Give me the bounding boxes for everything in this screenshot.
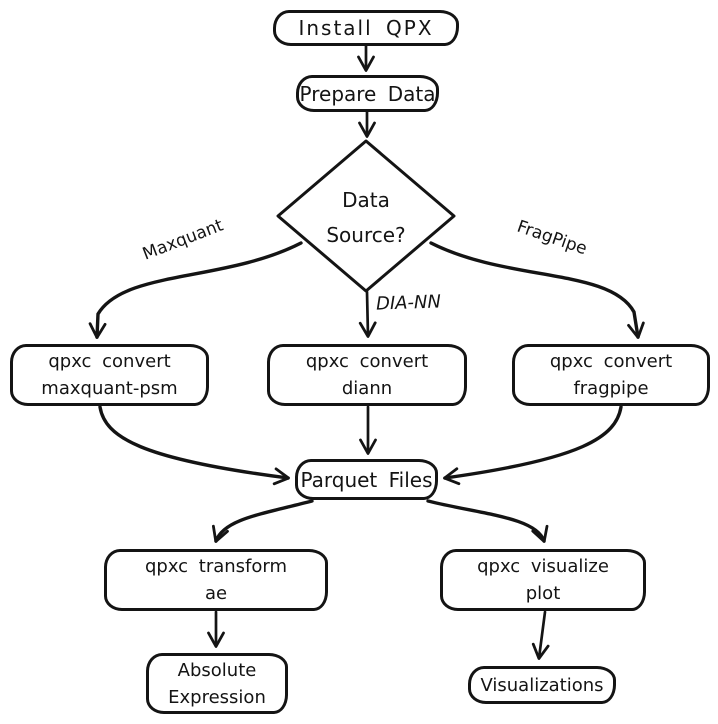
node-label-line: Expression: [168, 686, 266, 708]
node-install-qpx: Install QPX: [273, 10, 459, 46]
edge-label-diann: DIA-NN: [375, 291, 442, 315]
edge-maxquant-to-parquet: [98, 405, 290, 486]
decision-data-source-label: Data Source?: [306, 183, 426, 253]
node-label: Visualizations: [480, 674, 604, 696]
node-convert-maxquant-psm: qpxc convert maxquant-psm: [10, 344, 209, 406]
node-label-line: diann: [341, 378, 393, 399]
node-visualize-plot: qpxc visualize plot: [440, 549, 646, 611]
node-label: Install QPX: [298, 16, 434, 40]
node-transform-ae: qpxc transform ae: [104, 549, 328, 611]
node-prepare-data: Prepare Data: [296, 75, 439, 112]
node-label: Prepare Data: [299, 81, 436, 106]
node-convert-fragpipe: qpxc convert fragpipe: [512, 344, 710, 406]
edge-parquet-to-visualize: [426, 499, 549, 543]
node-label-line: fragpipe: [573, 378, 649, 399]
node-label-line: qpxc convert: [549, 351, 673, 372]
node-label-line: qpxc convert: [48, 351, 171, 372]
node-label-line: Absolute: [177, 659, 257, 681]
node-label-line: qpxc convert: [305, 351, 429, 372]
node-parquet-files: Parquet Files: [295, 459, 438, 500]
edge-datasource-to-fragpipe: [429, 241, 645, 339]
node-absolute-expression: Absolute Expression: [146, 653, 288, 714]
decision-data-source-shape: [276, 139, 456, 293]
node-label-line: qpxc visualize: [477, 556, 609, 577]
edge-fragpipe-to-parquet: [443, 405, 623, 486]
node-convert-diann: qpxc convert diann: [267, 344, 467, 406]
node-visualizations: Visualizations: [468, 666, 616, 704]
node-label-line: qpxc transform: [144, 556, 288, 577]
node-label-line: ae: [204, 583, 228, 604]
edge-visualize-to-visualizations: [531, 610, 550, 660]
decision-label-line: Data: [342, 188, 390, 212]
edge-datasource-to-diann: [358, 290, 377, 338]
node-label-line: plot: [525, 583, 561, 604]
node-label: Parquet Files: [300, 467, 433, 492]
decision-label-line: Source?: [326, 223, 406, 247]
edge-parquet-to-transform: [212, 499, 314, 543]
edge-datasource-to-maxquant: [88, 241, 303, 339]
node-label-line: maxquant-psm: [41, 378, 178, 399]
